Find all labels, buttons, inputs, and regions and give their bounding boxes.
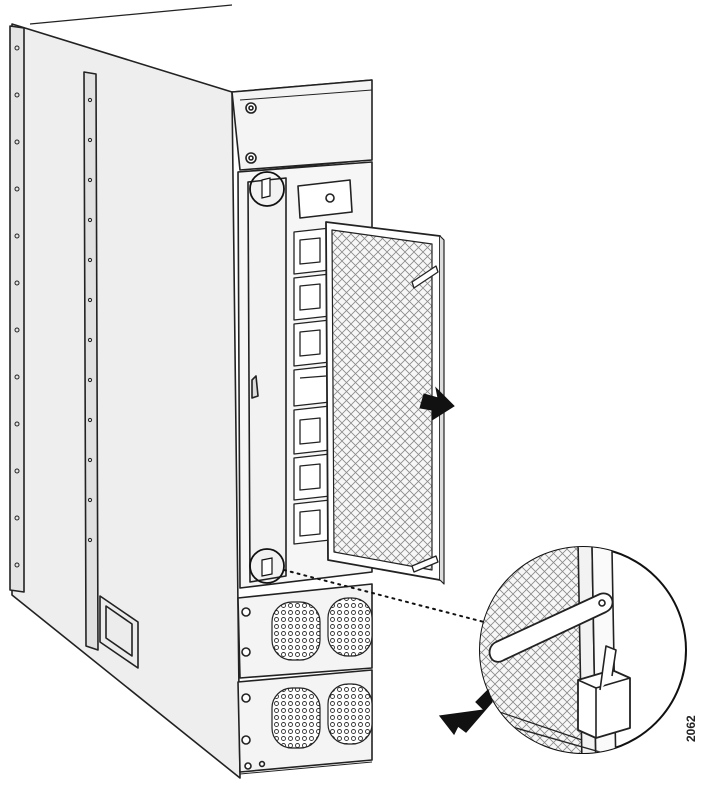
thumbscrew bbox=[245, 152, 257, 164]
card-slots bbox=[293, 227, 331, 545]
latch-callouts bbox=[249, 171, 285, 584]
air-filter bbox=[325, 221, 445, 585]
cage-left-door-frame bbox=[247, 177, 287, 583]
filter-pull-tab-top bbox=[411, 265, 439, 289]
thumbscrew bbox=[245, 102, 257, 114]
arrow-right-icon bbox=[419, 386, 455, 421]
latch-callout-bottom bbox=[249, 548, 285, 584]
arrow-down-left-icon bbox=[438, 688, 493, 736]
lift-handle bbox=[99, 595, 139, 669]
figure-id-label: 2062 bbox=[684, 715, 698, 742]
rail-holes bbox=[14, 45, 20, 568]
chassis bbox=[9, 4, 373, 779]
latch-callout-top bbox=[249, 171, 285, 207]
chassis-side-panel bbox=[11, 23, 241, 779]
detail-magnifier bbox=[479, 546, 687, 754]
side-handle-bar bbox=[83, 71, 99, 651]
detail-pull-tab bbox=[488, 592, 614, 663]
fan-grille-icon bbox=[271, 597, 373, 749]
air-filter-mesh bbox=[331, 229, 433, 571]
filter-pull-tab-bottom bbox=[411, 555, 439, 573]
detail-leader-line bbox=[283, 569, 485, 623]
mounting-rail bbox=[9, 25, 25, 593]
